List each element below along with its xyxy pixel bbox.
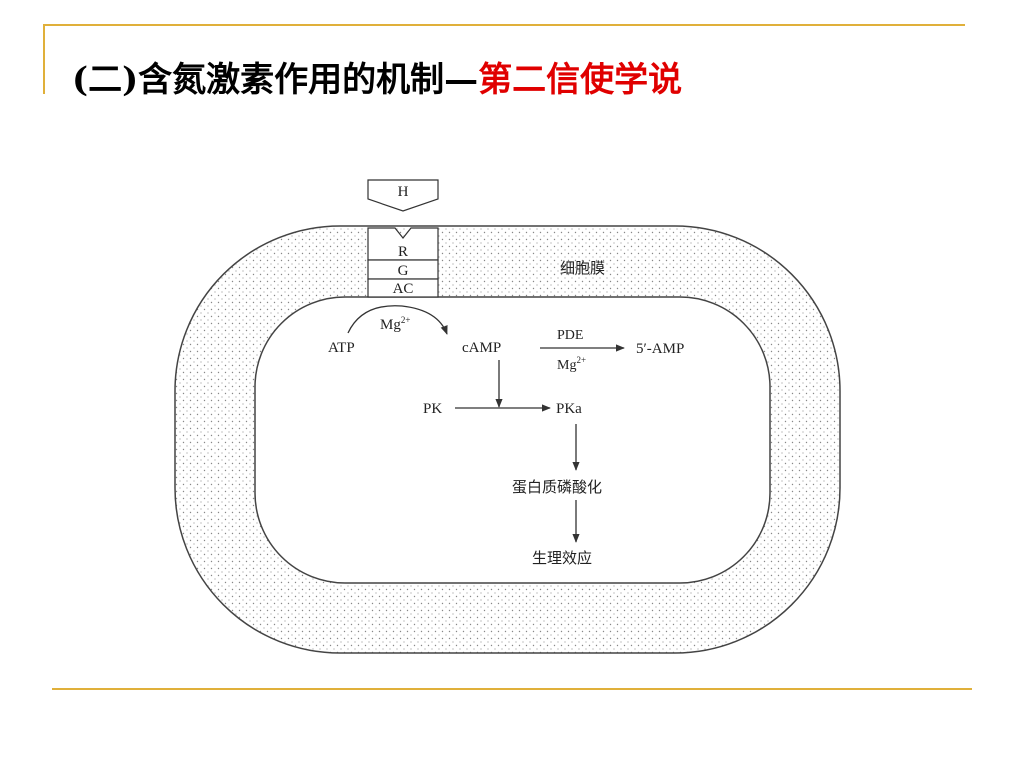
bottom-divider-line: [52, 688, 972, 690]
mg-ion-1: Mg2+: [380, 315, 410, 333]
mg-ion-2: Mg2+: [557, 355, 586, 373]
cell-membrane: [174, 225, 841, 654]
pk-label: PK: [423, 401, 442, 417]
atp-label: ATP: [328, 340, 355, 356]
ac-label: AC: [393, 281, 414, 297]
amp-label: 5′-AMP: [636, 341, 684, 357]
camp-label: cAMP: [462, 340, 501, 356]
hormone-label: H: [398, 184, 409, 200]
atp-to-camp-arrow: [347, 305, 448, 335]
pde-label: PDE: [557, 328, 583, 343]
slide-title: (二)含氮激素作用的机制—第二信使学说: [72, 58, 682, 102]
title-accent: 第二信使学说: [478, 60, 683, 100]
title-main: (二)含氮激素作用的机制—: [72, 60, 479, 100]
phosphorylation-label: 蛋白质磷酸化: [512, 479, 602, 496]
receptor-label: R: [398, 244, 408, 260]
membrane-label: 细胞膜: [560, 260, 605, 277]
pka-label: PKa: [556, 401, 582, 417]
left-accent-line: [43, 24, 45, 94]
ac-box: [367, 278, 439, 298]
effect-label: 生理效应: [532, 549, 592, 567]
g-protein-label: G: [398, 263, 409, 279]
hormone-box: [367, 179, 439, 212]
top-divider-line: [43, 24, 965, 26]
